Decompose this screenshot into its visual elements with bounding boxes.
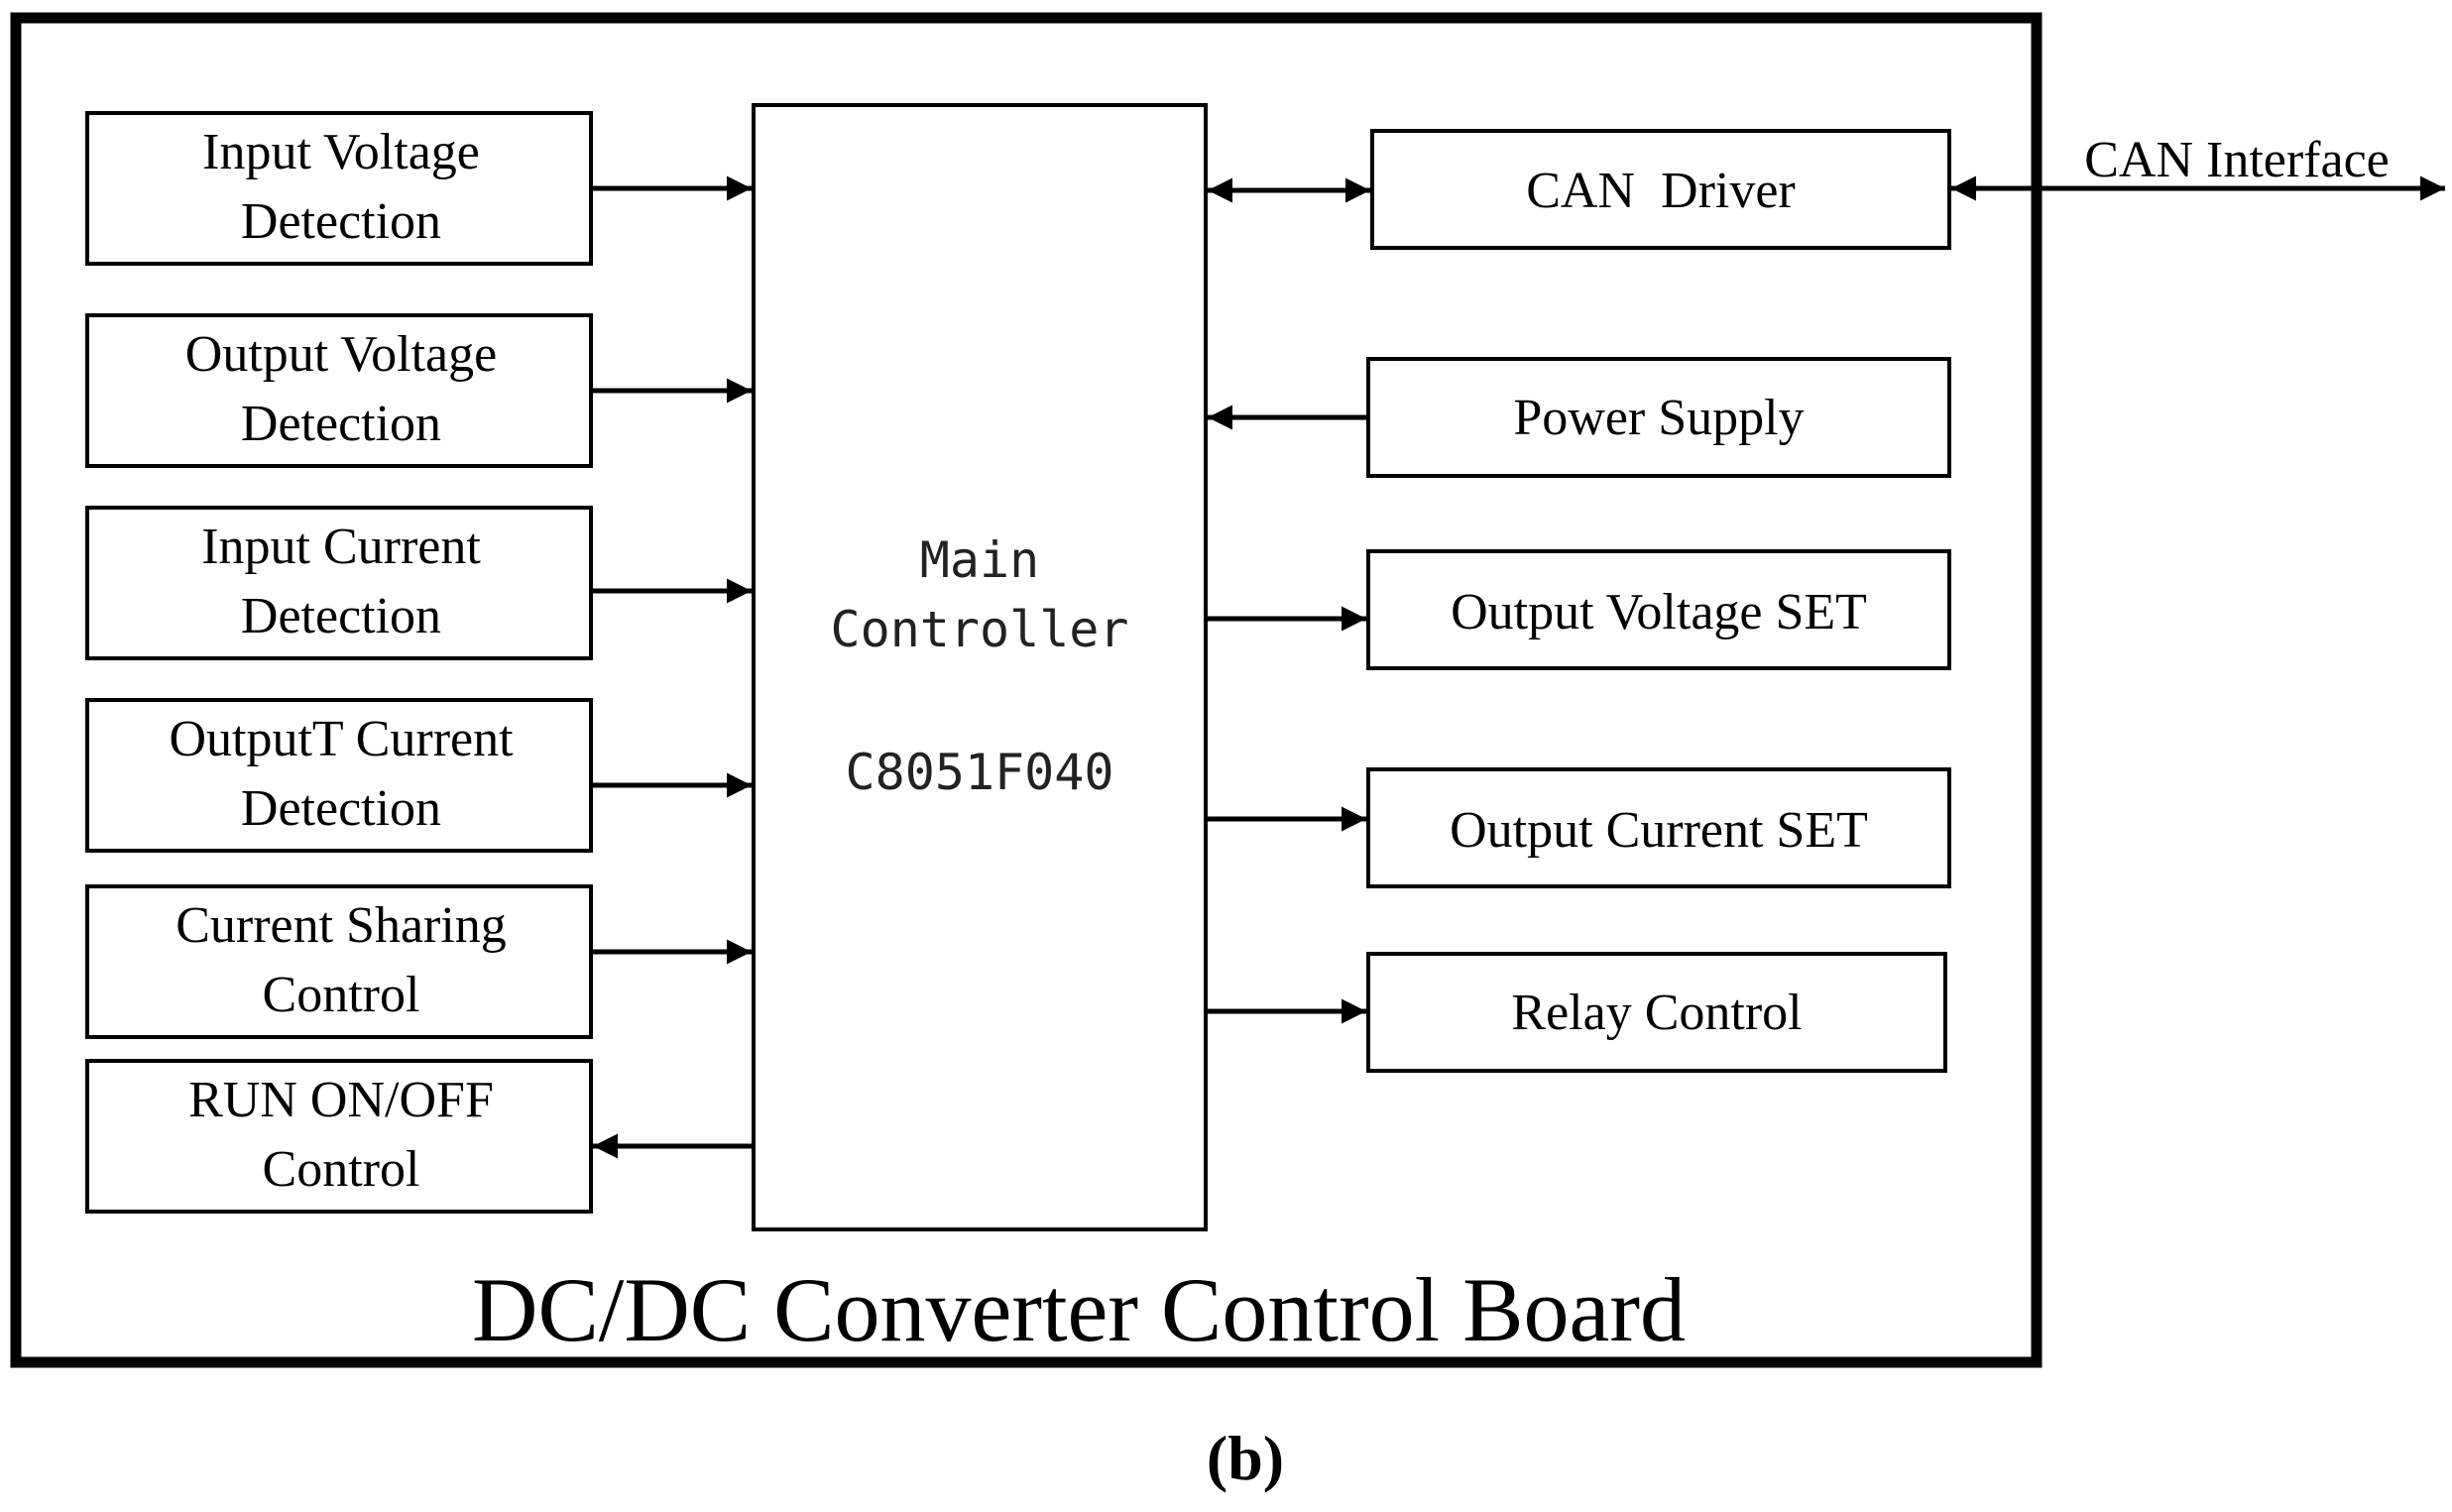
block-output-voltage-detection: Output Voltage Detection	[85, 313, 593, 468]
block-label-line2: Control	[263, 1141, 420, 1198]
block-input-current-detection: Input Current Detection	[85, 506, 593, 660]
block-label-line2: Control	[263, 967, 420, 1023]
block-label: Relay Control	[1511, 985, 1802, 1041]
figure-caption: (b)	[1207, 1423, 1284, 1493]
main-controller-label-line1: Main	[920, 531, 1039, 589]
control-board-frame	[10, 12, 2043, 1368]
block-can-driver: CAN Driver	[1370, 129, 1951, 250]
board-title: DC/DC Converter Control Board	[472, 1259, 1686, 1360]
block-current-sharing-control: Current Sharing Control	[85, 884, 593, 1039]
block-output-current-set: Output Current SET	[1366, 767, 1951, 888]
block-label-line2: Detection	[241, 780, 441, 837]
main-controller-block: Main Controller C8051F040	[752, 103, 1208, 1231]
block-run-on-off-control: RUN ON/OFF Control	[85, 1059, 593, 1214]
block-relay-control: Relay Control	[1366, 952, 1947, 1073]
main-controller-label-line2: Controller	[830, 601, 1128, 658]
block-label: Output Voltage SET	[1451, 584, 1867, 640]
block-label-line1: Input Current	[201, 519, 481, 575]
block-label-line2: Detection	[241, 193, 441, 250]
block-label-line1: OutputT Current	[169, 711, 514, 767]
block-output-current-detection: OutputT Current Detection	[85, 698, 593, 853]
block-power-supply: Power Supply	[1366, 357, 1951, 478]
block-label: Output Current SET	[1450, 802, 1868, 859]
block-label-line1: Input Voltage	[202, 124, 480, 180]
block-label-line2: Detection	[241, 588, 441, 644]
block-label-line1: Output Voltage	[185, 326, 497, 383]
block-label: CAN Driver	[1526, 163, 1796, 219]
block-label-line1: Current Sharing	[175, 897, 507, 954]
block-label-line1: RUN ON/OFF	[188, 1072, 494, 1128]
block-input-voltage-detection: Input Voltage Detection	[85, 111, 593, 266]
block-label: Power Supply	[1513, 390, 1804, 446]
main-controller-chip-label: C8051F040	[846, 744, 1114, 801]
block-label-line2: Detection	[241, 396, 441, 452]
block-output-voltage-set: Output Voltage SET	[1366, 549, 1951, 670]
can-interface-label: CAN Interface	[2084, 132, 2390, 188]
